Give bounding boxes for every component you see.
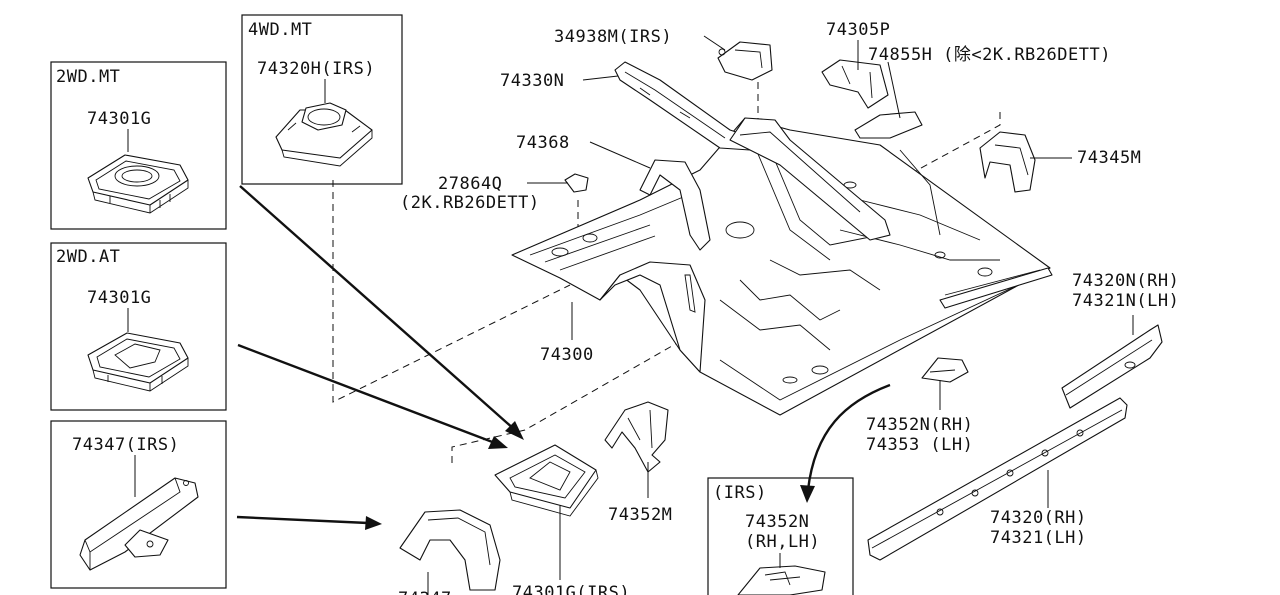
part-74301g-2wd-mt-drawing [87,154,189,214]
part-74347-irs-bracket [399,509,501,591]
label-74352n-rh: 74352N(RH) [866,415,973,435]
label-27864q: 27864Q [438,174,502,194]
arrow-irs-curved [800,383,891,503]
inset-2wd-mt-title: 2WD.MT [56,67,120,87]
inset-74347-part-label: 74347(IRS) [72,435,179,455]
arrow-74347-to-floor [236,515,382,530]
part-74352n-bracket [921,357,969,383]
label-74353-lh: 74353 (LH) [866,435,973,455]
inset-2wd-mt-part-label: 74301G [87,109,151,129]
label-74347-cut: 74347 [398,589,452,595]
label-74321n-lh: 74321N(LH) [1072,291,1179,311]
label-27864q-note: (2K.RB26DETT) [400,193,540,213]
arrow-2wd-mt-to-floor [239,185,524,440]
inset-irs-title: (IRS) [713,483,767,503]
label-74320n-rh: 74320N(RH) [1072,271,1179,291]
part-34938m-bracket [717,41,773,81]
inset-irs-part-line2: (RH,LH) [745,532,820,552]
part-74368-tunnel-member [639,117,891,251]
part-74305p-bracket [821,59,889,109]
part-74320-sill [867,397,1128,561]
part-74320h-drawing [275,102,373,167]
label-74330n: 74330N [500,71,564,91]
part-74352n-irs-drawing [737,553,826,595]
part-74320n-reinforcement [1061,324,1163,409]
inset-4wd-mt[interactable]: 4WD.MT 74320H(IRS) [241,14,403,185]
label-74300: 74300 [540,345,594,365]
part-74301g-irs-drawing [494,444,599,517]
label-74321-lh: 74321(LH) [990,528,1087,548]
inset-74347-irs[interactable]: 74347(IRS) [50,420,227,589]
arrow-2wd-at-to-floor [237,343,508,449]
label-74320-rh: 74320(RH) [990,508,1087,528]
label-74345m: 74345M [1077,148,1141,168]
part-74855h-bracket [854,111,923,139]
part-74345m-bracket [979,131,1036,193]
label-74301g-irs: 74301G(IRS) [512,583,630,595]
leader-lines [427,35,1134,595]
label-74305p: 74305P [826,20,890,40]
inset-2wd-at-title: 2WD.AT [56,247,120,267]
inset-irs-part-line1: 74352N [745,512,809,532]
label-74368: 74368 [516,133,570,153]
label-34938m: 34938M(IRS) [554,27,672,47]
part-74300-floor-panel [511,117,1053,416]
inset-irs-74352n[interactable]: (IRS) 74352N (RH,LH) [707,477,854,595]
inset-4wd-mt-title: 4WD.MT [248,20,312,40]
inset-2wd-at[interactable]: 2WD.AT 74301G [50,242,227,411]
part-74301g-2wd-at-drawing [87,332,189,392]
label-74855h: 74855H (除<2K.RB26DETT) [868,45,1111,65]
inset-4wd-mt-part-label: 74320H(IRS) [257,59,375,79]
part-74352m-bracket [604,401,669,473]
inset-2wd-mt[interactable]: 2WD.MT 74301G [50,61,227,230]
label-74352m: 74352M [608,505,672,525]
part-27864q-bracket [564,173,589,193]
inset-2wd-at-part-label: 74301G [87,288,151,308]
part-74347-drawing [79,477,199,571]
